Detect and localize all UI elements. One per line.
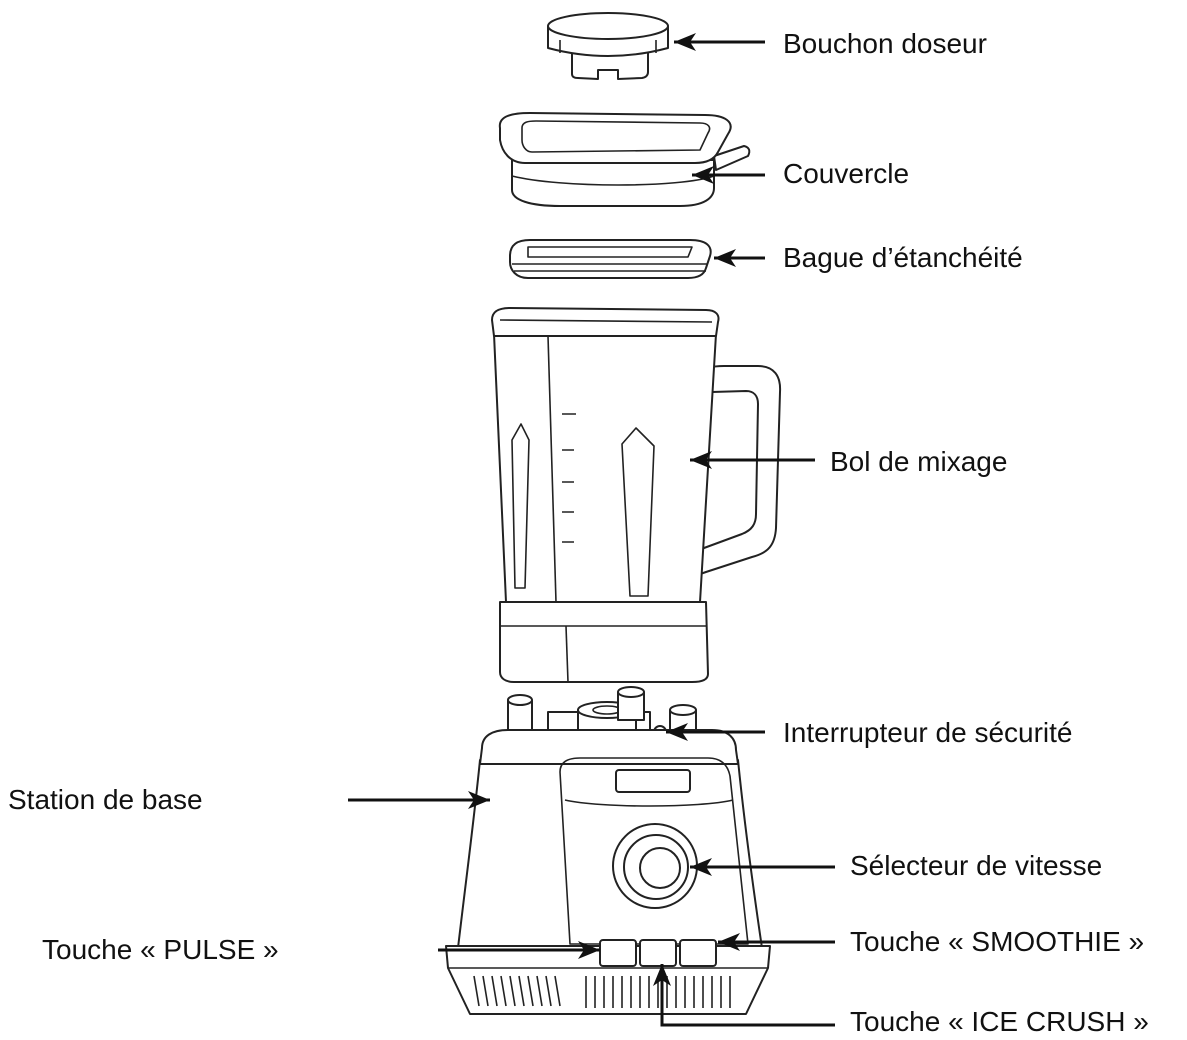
label-measuring-cap: Bouchon doseur	[783, 28, 987, 59]
jar-front-edge	[547, 335, 557, 603]
jar-rib-left	[511, 423, 530, 589]
label-lid: Couvercle	[783, 158, 910, 189]
jar-body	[493, 333, 717, 603]
base-top	[479, 729, 739, 765]
smoothie-button	[679, 939, 717, 967]
vent-line	[491, 975, 498, 1007]
callout-arrows	[348, 33, 835, 1027]
seal-ring	[509, 239, 712, 279]
jar-base-edge	[565, 625, 569, 683]
vent-line	[527, 975, 534, 1007]
label-base: Station de base	[8, 784, 203, 815]
base-front-panel	[559, 757, 749, 945]
label-safety-switch: Interrupteur de sécurité	[783, 717, 1073, 748]
jar-base	[499, 601, 709, 683]
label-smoothie: Touche « SMOOTHIE »	[850, 926, 1145, 957]
cap-top	[547, 12, 669, 40]
lid	[498, 112, 751, 207]
vent-line	[554, 975, 561, 1007]
label-seal: Bague d’étanchéité	[783, 242, 1023, 273]
display-window	[615, 769, 691, 793]
vent-line	[482, 975, 489, 1007]
label-ice-crush: Touche « ICE CRUSH »	[850, 1006, 1149, 1037]
vent-line	[518, 975, 525, 1007]
cap-grip-lines	[559, 40, 657, 53]
vent-grille	[473, 975, 731, 1008]
arrow-ice-crush	[653, 964, 835, 1027]
label-pulse: Touche « PULSE »	[42, 934, 279, 965]
panel-line	[564, 799, 734, 807]
vent-line	[473, 975, 480, 1007]
right-post-top	[617, 686, 645, 698]
jar-measure-marks	[562, 413, 576, 543]
label-jar: Bol de mixage	[830, 446, 1008, 477]
label-speed-selector: Sélecteur de vitesse	[850, 850, 1103, 881]
seal-outer	[509, 239, 712, 279]
base-body	[457, 759, 763, 949]
seal-layers	[512, 263, 708, 272]
jar-rib-right	[621, 427, 655, 597]
seal-inner	[527, 246, 693, 258]
lid-band	[511, 159, 715, 207]
cap-lower-insert	[571, 49, 649, 80]
vent-line	[536, 975, 543, 1007]
mixing-jar	[491, 307, 782, 683]
speed-dial-knob	[639, 847, 681, 889]
far-right-post-top	[669, 704, 697, 716]
vent-line	[509, 975, 516, 1007]
vent-line	[500, 975, 507, 1007]
measuring-cap	[547, 12, 669, 80]
base-station	[445, 686, 771, 1015]
pulse-button	[599, 939, 637, 967]
lid-tab	[713, 145, 751, 171]
left-post-top	[507, 694, 533, 706]
jar-rim	[491, 307, 720, 337]
lid-opening	[521, 120, 711, 153]
jar-rim-line	[499, 319, 713, 323]
vent-line	[545, 975, 552, 1007]
ice-crush-button	[639, 939, 677, 967]
